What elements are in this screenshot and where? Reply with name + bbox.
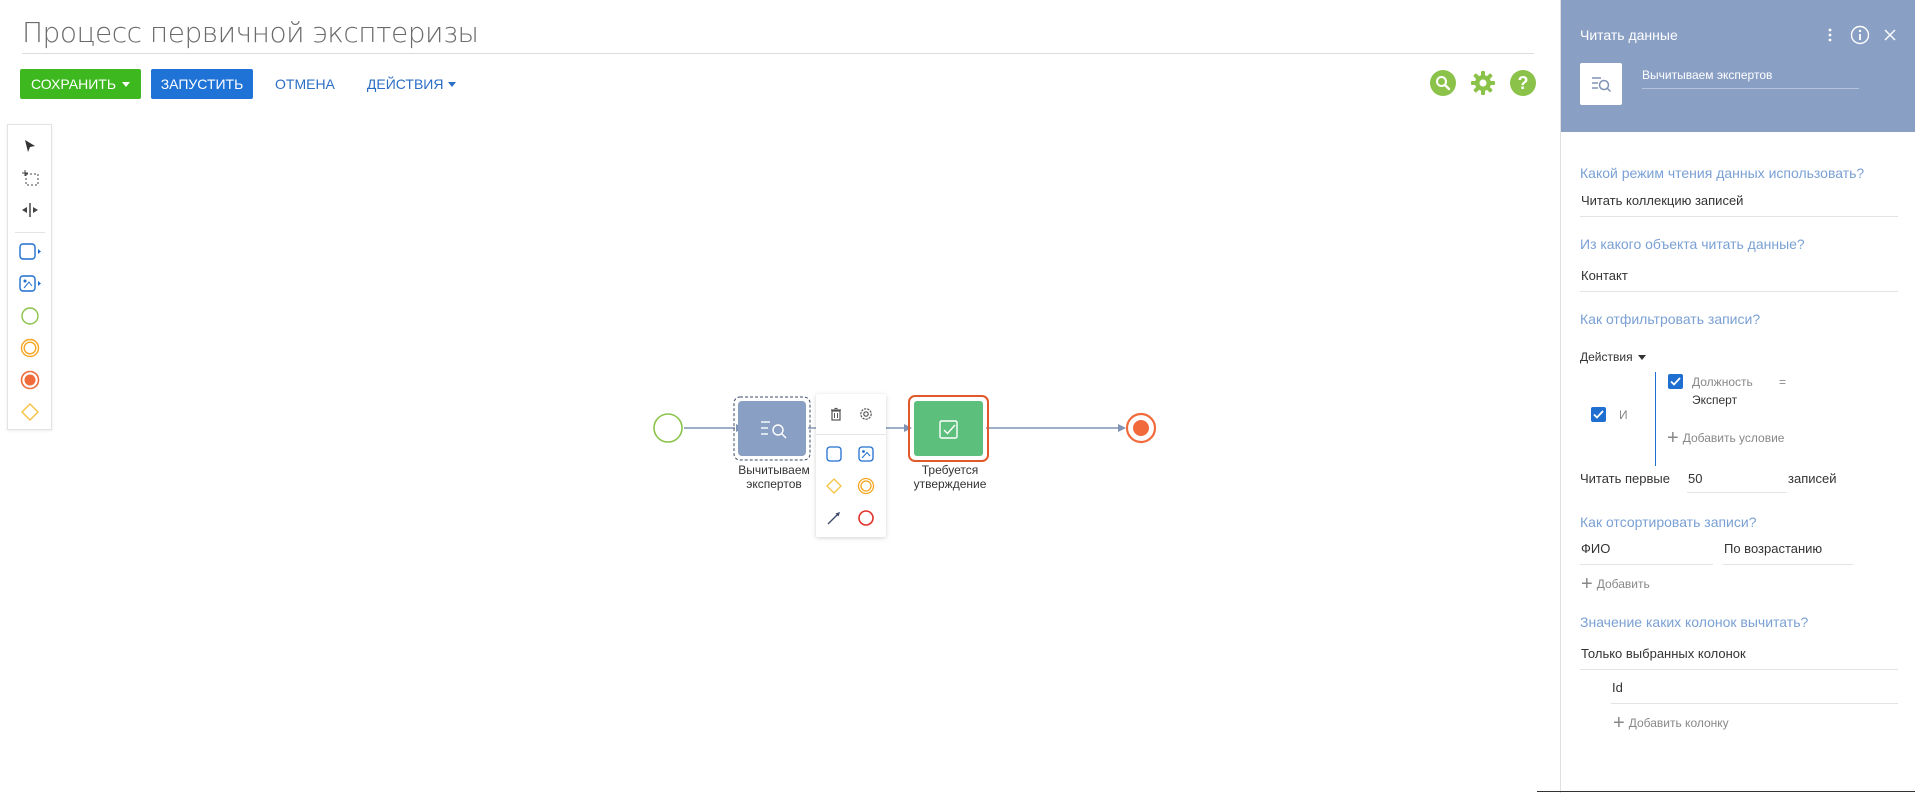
save-button-label: СОХРАНИТЬ	[30, 76, 117, 92]
more-options-icon[interactable]	[1819, 24, 1841, 46]
chevron-down-icon	[122, 81, 131, 87]
sort-direction-select[interactable]: По возрастанию	[1723, 540, 1853, 565]
element-type-icon	[1580, 63, 1622, 105]
close-icon[interactable]	[1879, 24, 1901, 46]
approve-task-label: Требуется утверждение	[913, 463, 987, 491]
filter-group-checkbox[interactable]	[1591, 407, 1606, 422]
end-event[interactable]	[1125, 412, 1157, 444]
filter-operator[interactable]: =	[1779, 375, 1787, 389]
actions-menu-button[interactable]: ДЕЙСТВИЯ	[355, 69, 469, 99]
subprocess-icon[interactable]	[16, 271, 44, 297]
filter-field[interactable]: Должность	[1692, 375, 1753, 389]
pointer-tool-icon[interactable]	[16, 133, 44, 159]
page-title[interactable]: Процесс первичной эксптеризы	[22, 16, 1534, 54]
column-item[interactable]: Id	[1611, 679, 1898, 704]
sort-column-field[interactable]: ФИО	[1580, 540, 1713, 565]
element-name-input[interactable]: Вычитываем экспертов	[1642, 67, 1859, 89]
read-task-label: Вычитываем экспертов	[738, 463, 810, 491]
question-source-object: Из какого объекта читать данные?	[1580, 236, 1805, 252]
add-condition-label: Добавить условие	[1682, 431, 1785, 445]
read-first-label: Читать первые	[1580, 471, 1670, 486]
add-sort-label: Добавить	[1596, 577, 1650, 591]
bottom-divider	[1537, 791, 1915, 792]
start-event[interactable]	[653, 413, 683, 443]
info-icon[interactable]	[1849, 24, 1871, 46]
plus-icon: +	[1613, 712, 1625, 734]
diagram-canvas[interactable]	[0, 0, 1560, 793]
help-icon[interactable]: ?	[1510, 70, 1536, 96]
filter-value[interactable]: Эксперт	[1692, 393, 1738, 407]
top-icons: ?	[1430, 70, 1536, 96]
intermediate-event-icon[interactable]	[854, 474, 878, 498]
filter-group-bracket	[1655, 372, 1656, 466]
actions-label: ДЕЙСТВИЯ	[366, 76, 444, 92]
gateway-icon[interactable]	[822, 474, 846, 498]
add-column-label: Добавить колонку	[1628, 716, 1729, 730]
flow-approve-to-end[interactable]	[986, 424, 1126, 432]
end-event-icon[interactable]	[16, 367, 44, 393]
lasso-select-icon[interactable]	[16, 165, 44, 191]
element-context-menu	[816, 394, 886, 537]
delete-icon[interactable]	[824, 402, 848, 426]
plus-icon: +	[1581, 573, 1593, 595]
palette-divider	[15, 232, 45, 233]
question-columns: Значение каких колонок вычитать?	[1580, 614, 1809, 630]
end-event-icon[interactable]	[854, 506, 878, 530]
run-button[interactable]: ЗАПУСТИТЬ	[151, 69, 253, 99]
source-object-lookup[interactable]: Контакт	[1580, 267, 1898, 292]
approval-user-task[interactable]	[914, 401, 983, 456]
properties-panel: Читать данные	[1560, 0, 1915, 793]
question-filter: Как отфильтровать записи?	[1580, 311, 1761, 327]
task-icon[interactable]	[822, 442, 846, 466]
gateway-icon[interactable]	[16, 399, 44, 425]
settings-gear-icon[interactable]	[1470, 70, 1496, 96]
panel-header: Читать данные	[1561, 0, 1915, 132]
add-column-link[interactable]: + Добавить колонку	[1613, 712, 1729, 734]
save-button[interactable]: СОХРАНИТЬ	[20, 69, 141, 99]
question-read-mode: Какой режим чтения данных использовать?	[1580, 165, 1865, 181]
element-palette	[7, 124, 52, 430]
add-condition-link[interactable]: + Добавить условие	[1667, 427, 1785, 449]
connector-icon[interactable]	[822, 506, 846, 530]
read-first-input[interactable]: 50	[1687, 471, 1787, 493]
chevron-down-icon	[1637, 354, 1646, 360]
filter-actions-label: Действия	[1580, 350, 1633, 364]
user-task-icon	[939, 420, 958, 439]
chevron-down-icon	[448, 81, 457, 87]
filter-group-operator[interactable]: И	[1619, 408, 1628, 422]
intermediate-event-icon[interactable]	[16, 335, 44, 361]
flow-start-to-read[interactable]	[684, 424, 744, 432]
add-sort-link[interactable]: + Добавить	[1581, 573, 1650, 595]
search-icon[interactable]	[1430, 70, 1456, 96]
settings-icon[interactable]	[854, 402, 878, 426]
read-data-task[interactable]	[738, 401, 806, 456]
cancel-button[interactable]: ОТМЕНА	[275, 76, 335, 92]
subprocess-icon[interactable]	[854, 442, 878, 466]
task-icon[interactable]	[16, 239, 44, 265]
approve-task-highlight	[908, 395, 989, 462]
read-data-icon	[761, 421, 787, 439]
space-tool-icon[interactable]	[16, 197, 44, 223]
filter-condition-checkbox[interactable]	[1668, 374, 1683, 389]
toolbar: СОХРАНИТЬ ЗАПУСТИТЬ ОТМЕНА ДЕЙСТВИЯ	[20, 69, 468, 99]
read-task-selection-outline	[733, 396, 811, 461]
columns-mode-select[interactable]: Только выбранных колонок	[1580, 645, 1898, 670]
records-label: записей	[1788, 471, 1837, 486]
panel-title: Читать данные	[1580, 27, 1678, 43]
read-data-icon	[1592, 77, 1612, 93]
question-sort: Как отсортировать записи?	[1580, 514, 1757, 530]
context-menu-divider	[816, 434, 886, 435]
filter-actions-menu[interactable]: Действия	[1580, 350, 1646, 364]
read-mode-select[interactable]: Читать коллекцию записей	[1580, 192, 1898, 217]
plus-icon: +	[1667, 427, 1679, 449]
start-event-icon[interactable]	[16, 303, 44, 329]
